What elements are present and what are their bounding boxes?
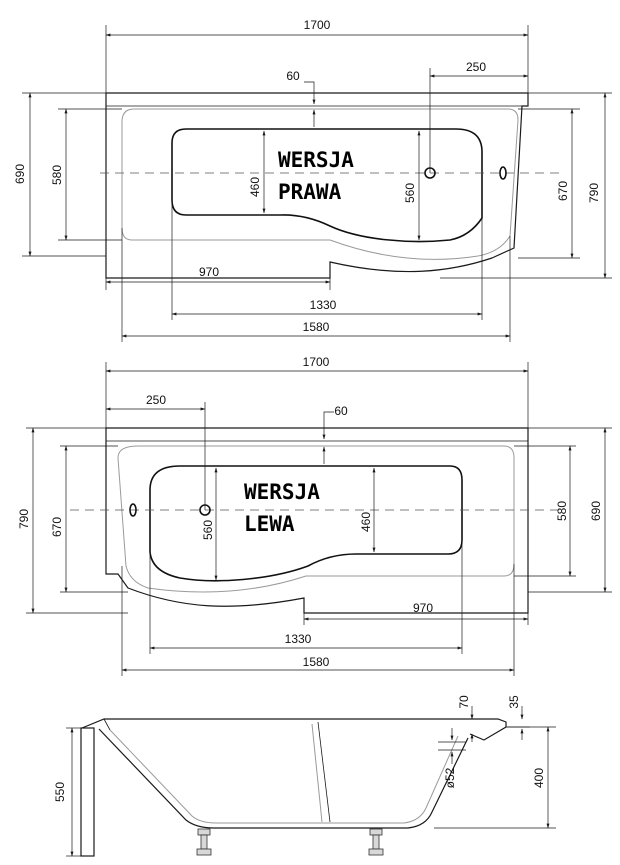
version-label-line1: WERSJA [244,480,320,504]
dim-rim-offset: 60 [334,404,348,418]
overflow-icon [129,503,137,517]
dim-total-height: 550 [53,782,67,802]
version-label-line2: PRAWA [278,180,342,204]
dim-width-large: 790 [587,183,601,203]
dim-overflow-diameter: ø52 [443,767,457,788]
dim-basin-width: 460 [359,512,373,532]
dim-inner-width-small: 580 [50,165,64,185]
front-panel [80,727,95,857]
dim-basin-width-large: 560 [201,520,215,540]
dim-drain-offset: 250 [466,60,486,74]
dim-total-length: 1700 [304,18,331,32]
dim-drain-offset: 250 [146,393,166,407]
version-label-line2: LEWA [244,512,295,536]
dim-basin-length: 1330 [285,632,312,646]
tub-body-outline [98,728,469,829]
inner-rim-outline [121,108,519,260]
dim-rim-offset: 60 [286,69,300,83]
outer-shell-outline [105,427,529,614]
inner-rim-outline [117,445,515,593]
side-view: 550 400 70 35 ø52 [53,695,556,857]
dim-total-length: 1700 [303,355,330,369]
version-label-line1: WERSJA [278,148,354,172]
rim-outline [81,718,507,741]
overflow-icon [499,166,507,180]
plan-right-version: 1700 250 60 690 580 460 560 670 790 [13,18,612,342]
dim-inner-length: 1580 [303,320,330,334]
dim-rim-thickness: 70 [457,695,471,709]
dim-width-small: 690 [589,501,603,521]
dim-basin-width-large: 560 [403,183,417,203]
dim-depth: 400 [532,768,546,788]
dim-straight-length: 970 [413,601,433,615]
plan-left-version: 1700 250 60 790 670 560 460 580 690 [17,355,612,676]
dim-straight-length: 970 [199,265,219,279]
foot-icon [197,828,211,836]
dim-basin-length: 1330 [310,298,337,312]
dim-basin-width: 460 [248,177,262,197]
dim-inner-width-large: 670 [556,181,570,201]
dim-inner-length: 1580 [303,655,330,669]
dim-inner-width-large: 670 [50,517,64,537]
dim-lip-thickness: 35 [507,695,521,709]
dim-width-large: 790 [17,509,31,529]
foot-icon [369,828,383,836]
dim-width-small: 690 [13,164,27,184]
dim-inner-width-small: 580 [555,501,569,521]
